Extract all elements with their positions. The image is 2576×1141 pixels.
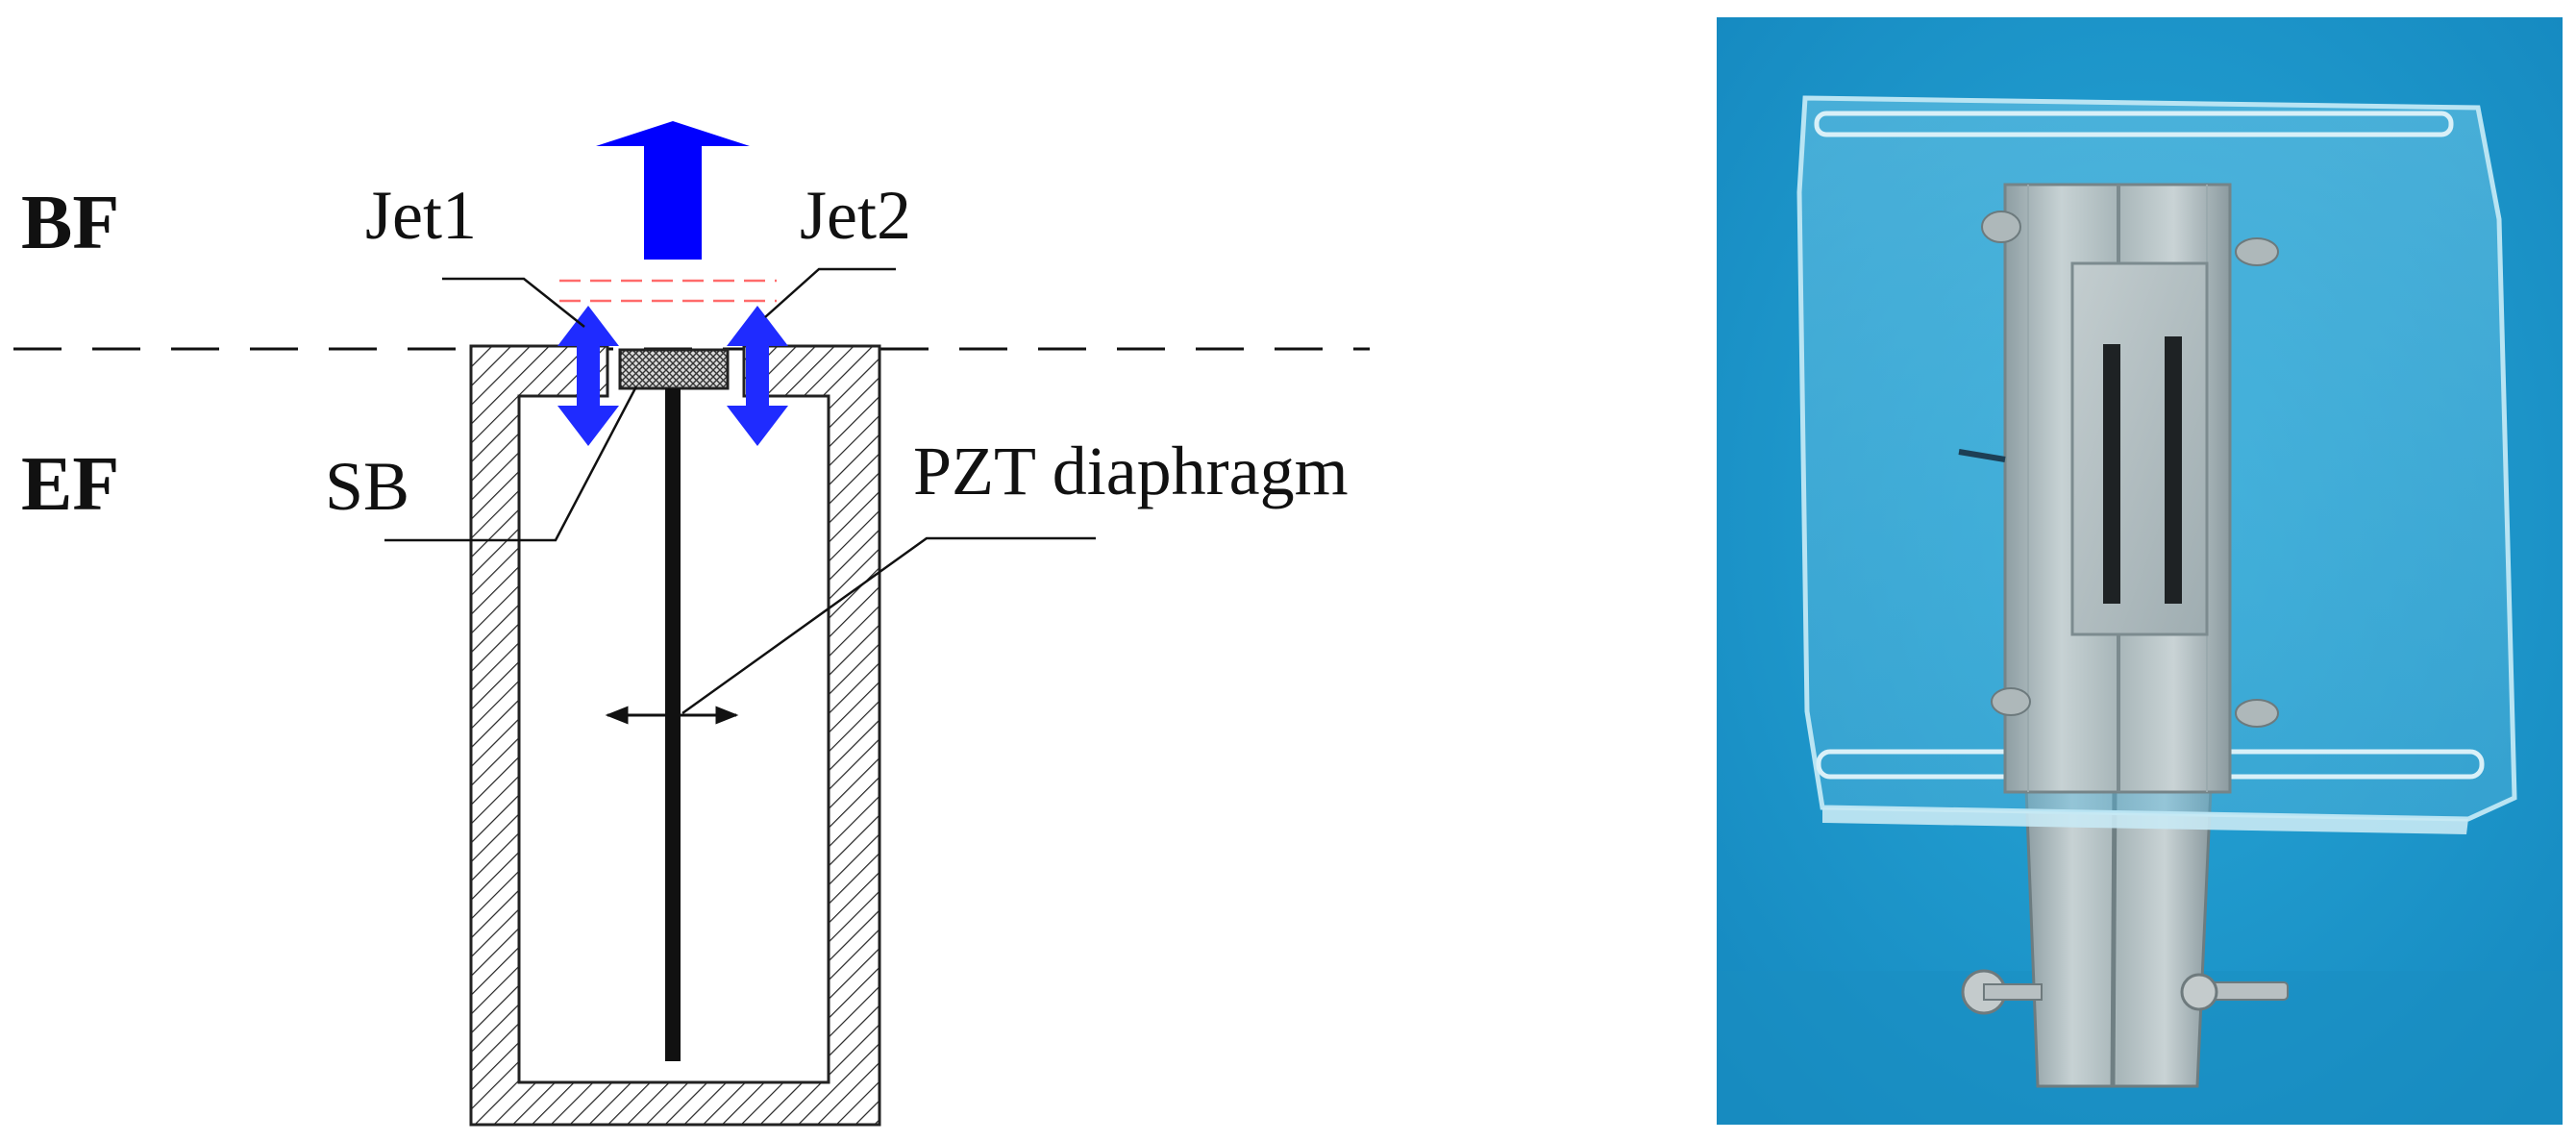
zone-label-bf: BF: [21, 181, 119, 265]
sb-block: [618, 348, 730, 390]
plate-slot-top: [1814, 111, 2454, 137]
up-arrow-icon: [596, 121, 750, 260]
zone-label-ef: EF: [21, 442, 119, 527]
pzt-leader: [681, 536, 1096, 715]
plate-screw-br: [2235, 699, 2279, 728]
double-vertical-arrow-icon: [557, 306, 788, 446]
jet2-label: Jet2: [800, 177, 911, 254]
sb-leader: [384, 385, 638, 542]
nozzle-slit-right: [2165, 336, 2182, 604]
plate-screw-tr: [2235, 237, 2279, 266]
screw-right: [2210, 981, 2289, 1001]
plate-mark: [1958, 449, 2006, 462]
nozzle-slit-left: [2103, 344, 2120, 604]
jet2-leader: [764, 267, 896, 318]
jet1-leader: [442, 277, 585, 328]
stand-legs: [2024, 786, 2213, 1088]
plate-screw-bl: [1991, 687, 2031, 716]
pzt-diaphragm-label: PZT diaphragm: [913, 433, 1349, 509]
pzt-diaphragm: [665, 388, 681, 1061]
jet1-label: Jet1: [365, 177, 477, 254]
sb-label: SB: [325, 448, 409, 525]
plate-screw-tl: [1981, 211, 2021, 243]
device-photo: [1717, 17, 2563, 1125]
schematic: BF EF Jet1 Jet2: [13, 121, 1370, 1127]
nozzle-cover-plate: [2070, 261, 2209, 636]
